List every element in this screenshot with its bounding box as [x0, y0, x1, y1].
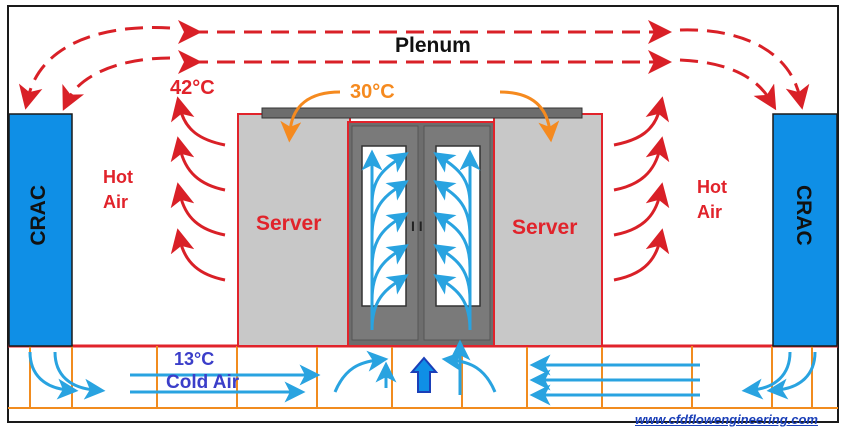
hot-air-label-right: Hot Air — [697, 177, 727, 223]
crac-label-left: CRAC — [27, 185, 50, 250]
server-top-temperature-label: 30°C — [350, 81, 395, 103]
door-handle-label: I I — [411, 218, 423, 234]
warm-air-arrows-top — [280, 90, 560, 143]
hot-temperature-label: 42°C — [170, 77, 215, 99]
cold-aisle-containment — [347, 121, 495, 347]
cold-air-arrows-floor — [28, 339, 817, 406]
cold-temperature-label: 13°C — [174, 349, 215, 369]
plenum-hot-air-arrows — [18, 20, 810, 111]
floor-tile-up-arrow-icon — [409, 356, 439, 393]
hot-air-arrows-left — [170, 96, 226, 282]
crac-label-right-text: CRAC — [792, 185, 815, 246]
crac-unit-right — [772, 113, 838, 347]
crac-label-left-text: CRAC — [27, 185, 50, 246]
server-rack-left — [237, 113, 351, 347]
cold-air-label: Cold Air — [166, 372, 240, 393]
hot-air-label-left: Hot Air — [103, 167, 133, 213]
containment-roof — [261, 107, 583, 119]
website-link[interactable]: www.cfdflowengineering.com — [635, 412, 818, 427]
plenum-label: Plenum — [395, 34, 471, 57]
crac-label-right: CRAC — [792, 185, 815, 250]
room-outline — [7, 5, 839, 423]
server-label-right: Server — [512, 216, 578, 239]
crac-unit-left — [8, 113, 73, 347]
server-rack-right — [493, 113, 603, 347]
hot-air-arrows-right — [613, 96, 670, 282]
server-label-left: Server — [256, 212, 322, 235]
cold-air-arrows-rack — [361, 149, 481, 331]
